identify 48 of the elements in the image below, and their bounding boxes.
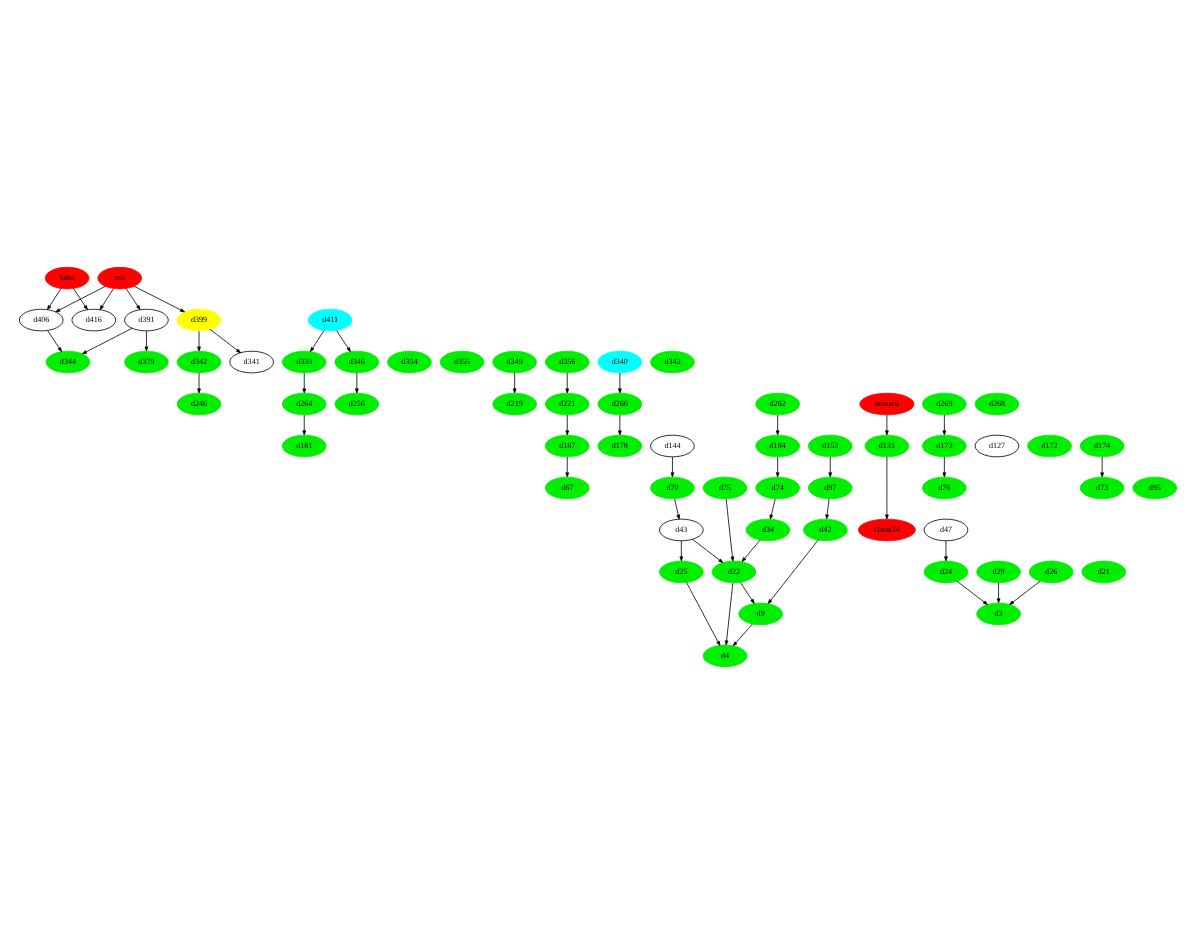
arrow [692, 537, 724, 562]
arrow [674, 497, 681, 519]
arrow [618, 413, 622, 435]
arrow [825, 497, 830, 519]
arrow [618, 371, 622, 393]
arrow [209, 328, 241, 353]
arrow [197, 329, 201, 351]
arrow [565, 455, 570, 477]
arrow [732, 622, 753, 646]
arrow [512, 371, 517, 393]
arrow [310, 329, 325, 351]
arrow [47, 329, 62, 351]
arrow [336, 329, 351, 351]
arrow [99, 287, 114, 309]
arrow [740, 581, 755, 603]
arrow [775, 455, 780, 477]
arrow [956, 579, 988, 604]
arrow [144, 329, 149, 351]
arrow [996, 581, 1001, 603]
arrow [670, 455, 675, 477]
arrow [741, 538, 761, 561]
arrow [942, 455, 947, 477]
arrow [769, 497, 776, 519]
arrow [47, 287, 62, 309]
arrow [302, 371, 307, 393]
arrow [355, 371, 359, 393]
arrow [1100, 455, 1104, 477]
arrow [767, 538, 819, 603]
arrow [302, 413, 307, 435]
arrow [73, 287, 88, 309]
arrow [565, 371, 570, 393]
arrow [775, 413, 780, 435]
arrow [125, 287, 141, 309]
arrow [686, 581, 721, 645]
arrow [133, 284, 185, 312]
arrow [725, 497, 735, 561]
arrow [565, 413, 570, 435]
arrow [55, 284, 106, 312]
arrow [1009, 579, 1041, 604]
arrow [885, 413, 889, 435]
arrow [82, 326, 133, 354]
arrow [197, 371, 201, 393]
arrow [944, 539, 948, 561]
arrow [828, 455, 833, 477]
arrow [942, 413, 947, 435]
arrow [885, 455, 889, 519]
arrow [679, 539, 684, 561]
arrow [724, 581, 734, 645]
